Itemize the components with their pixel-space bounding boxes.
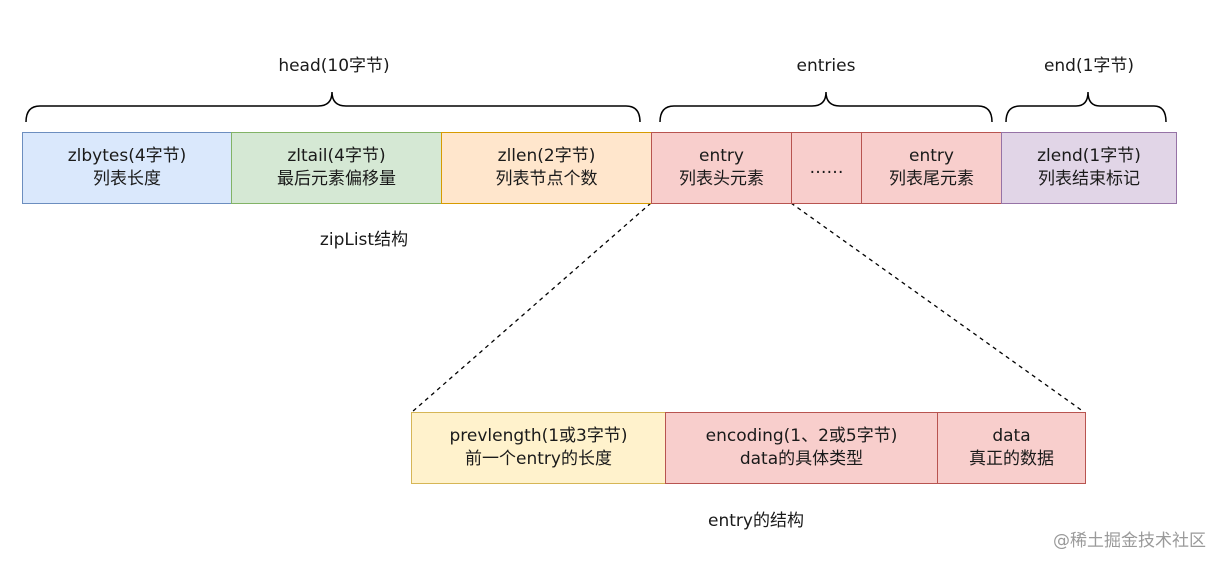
zllen-desc: 列表节点个数 bbox=[495, 169, 598, 189]
encoding-title: encoding(1、2或5字节) bbox=[705, 426, 898, 446]
zlend-title: zlend(1字节) bbox=[1037, 146, 1141, 166]
end-label: end(1字节) bbox=[1043, 56, 1135, 76]
zltail-desc: 最后元素偏移量 bbox=[277, 169, 396, 189]
watermark: @稀土掘金技术社区 bbox=[1053, 531, 1206, 551]
prevlength-title: prevlength(1或3字节) bbox=[449, 426, 628, 446]
encoding-desc: data的具体类型 bbox=[739, 449, 864, 469]
data-title: data bbox=[992, 426, 1031, 446]
zlbytes-cell: zlbytes(4字节) 列表长度 bbox=[22, 132, 232, 204]
zoom-line-left bbox=[411, 202, 652, 413]
entry-caption: entry的结构 bbox=[708, 511, 804, 531]
entry-tail-title: entry bbox=[909, 146, 954, 166]
zlbytes-desc: 列表长度 bbox=[93, 169, 161, 189]
entry-tail-cell: entry 列表尾元素 bbox=[861, 132, 1002, 204]
zllen-cell: zllen(2字节) 列表节点个数 bbox=[441, 132, 652, 204]
entries-label: entries bbox=[796, 56, 856, 76]
zoom-line-right bbox=[790, 202, 1085, 413]
data-desc: 真正的数据 bbox=[969, 449, 1054, 469]
prevlength-cell: prevlength(1或3字节) 前一个entry的长度 bbox=[411, 412, 666, 484]
zlbytes-title: zlbytes(4字节) bbox=[67, 146, 187, 166]
data-cell: data 真正的数据 bbox=[937, 412, 1086, 484]
zltail-title: zltail(4字节) bbox=[287, 146, 386, 166]
head-label: head(10字节) bbox=[278, 56, 390, 76]
ziplist-caption: zipList结构 bbox=[319, 230, 409, 250]
zltail-cell: zltail(4字节) 最后元素偏移量 bbox=[231, 132, 442, 204]
zlend-desc: 列表结束标记 bbox=[1038, 169, 1140, 189]
zlend-cell: zlend(1字节) 列表结束标记 bbox=[1001, 132, 1177, 204]
head-brace bbox=[25, 91, 641, 123]
ellipsis-cell: …… bbox=[791, 132, 862, 204]
zllen-title: zllen(2字节) bbox=[497, 146, 596, 166]
entry-head-desc: 列表头元素 bbox=[679, 169, 764, 189]
entries-brace bbox=[659, 91, 993, 123]
entry-head-title: entry bbox=[699, 146, 744, 166]
entry-tail-desc: 列表尾元素 bbox=[889, 169, 974, 189]
end-brace bbox=[1005, 91, 1167, 123]
ellipsis-text: …… bbox=[809, 157, 844, 178]
encoding-cell: encoding(1、2或5字节) data的具体类型 bbox=[665, 412, 938, 484]
prevlength-desc: 前一个entry的长度 bbox=[465, 449, 612, 469]
entry-head-cell: entry 列表头元素 bbox=[651, 132, 792, 204]
